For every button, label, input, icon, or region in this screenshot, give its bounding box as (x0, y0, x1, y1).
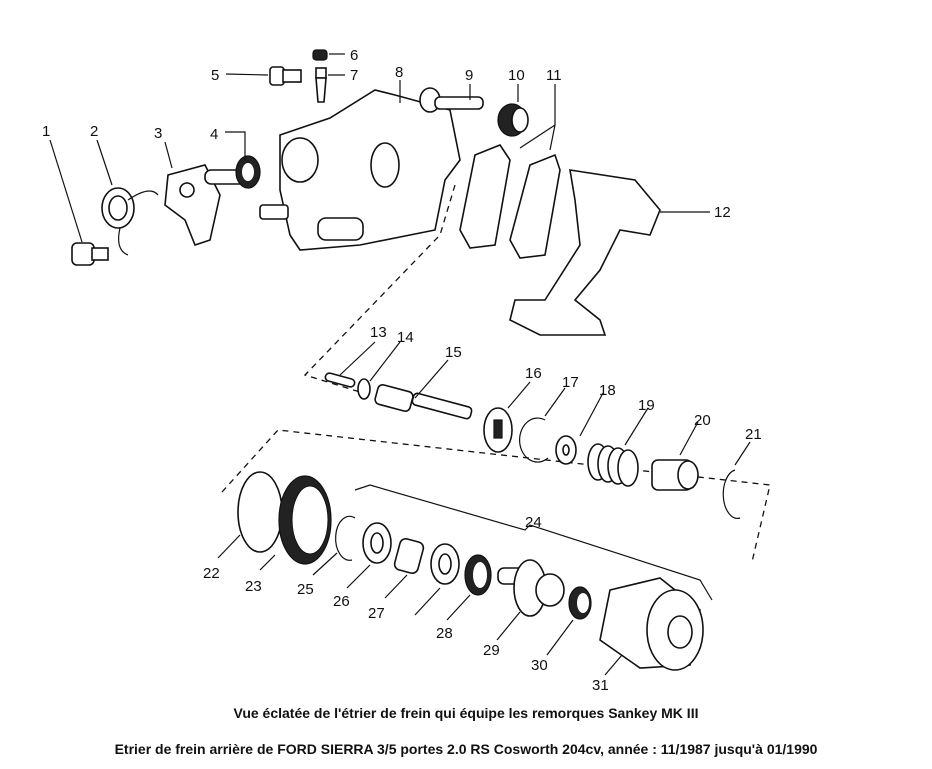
label-3: 3 (154, 125, 162, 142)
part-8-housing (259, 89, 461, 251)
part-13-rod (324, 372, 356, 388)
label-14: 14 (397, 329, 414, 346)
part-15-spindle (374, 384, 473, 420)
label-15: 15 (445, 344, 462, 361)
group-outline-lower (221, 429, 771, 563)
label-23: 23 (245, 578, 262, 595)
label-18: 18 (599, 382, 616, 399)
part-4-seal (235, 155, 261, 189)
label-6: 6 (350, 47, 358, 64)
label-31: 31 (592, 677, 609, 694)
part-31-piston (599, 577, 704, 671)
part-16-plate (483, 407, 513, 453)
part-6-cap (312, 49, 328, 61)
label-1: 1 (42, 123, 50, 140)
exploded-view-diagram: 1 2 3 4 5 6 7 8 9 10 11 12 13 14 15 16 1… (42, 47, 771, 694)
part-5-bolt (269, 66, 302, 86)
label-28: 28 (436, 625, 453, 642)
part-26-star-washer (362, 522, 392, 564)
part-12-carrier (509, 169, 661, 336)
label-30: 30 (531, 657, 548, 674)
part-1-bolt (71, 242, 109, 266)
label-4: 4 (210, 126, 218, 143)
label-9: 9 (465, 67, 473, 84)
label-10: 10 (508, 67, 525, 84)
label-26: 26 (333, 593, 350, 610)
part-17-circlip (519, 417, 549, 463)
part-19-spring (587, 443, 639, 487)
label-13: 13 (370, 324, 387, 341)
part-28-bearing (464, 554, 492, 596)
label-5: 5 (211, 67, 219, 84)
part-20-cage (651, 459, 699, 491)
label-19: 19 (638, 397, 655, 414)
part-labels: 1 2 3 4 5 6 7 8 9 10 11 12 13 14 15 16 1… (42, 47, 762, 694)
diagram-subtitle: Etrier de frein arrière de FORD SIERRA 3… (114, 741, 818, 757)
part-10-boot (497, 103, 529, 137)
label-8: 8 (395, 64, 403, 81)
part-11-pads (459, 144, 561, 259)
label-29: 29 (483, 642, 500, 659)
part-2-spring (101, 187, 159, 256)
part-3-lever (164, 164, 246, 246)
label-17: 17 (562, 374, 579, 391)
label-22: 22 (203, 565, 220, 582)
part-9-guide-pin (419, 87, 484, 113)
label-25: 25 (297, 581, 314, 598)
label-2: 2 (90, 123, 98, 140)
part-23-dust-boot (278, 475, 332, 565)
part-29-adjuster-nut (497, 559, 565, 617)
group-outline-upper (303, 184, 456, 393)
part-25-circlip (335, 515, 356, 561)
leader-lines (49, 53, 751, 676)
part-14-oring (357, 378, 371, 400)
label-16: 16 (525, 365, 542, 382)
bracket-24 (354, 484, 713, 601)
part-7-bleed-nipple (315, 67, 327, 103)
part-21-ring (722, 469, 741, 519)
label-21: 21 (745, 426, 762, 443)
label-12: 12 (714, 204, 731, 221)
label-27: 27 (368, 605, 385, 622)
diagram-title: Vue éclatée de l'étrier de frein qui équ… (233, 705, 699, 721)
part-27-thrust-washer (393, 537, 425, 575)
label-24: 24 (525, 514, 542, 531)
part-28a-star-washer (430, 543, 460, 585)
label-20: 20 (694, 412, 711, 429)
part-18-washer (555, 435, 577, 465)
part-22-seal (237, 471, 283, 553)
label-11: 11 (546, 67, 562, 84)
part-30-cone-spring (568, 586, 592, 620)
label-7: 7 (350, 67, 358, 84)
